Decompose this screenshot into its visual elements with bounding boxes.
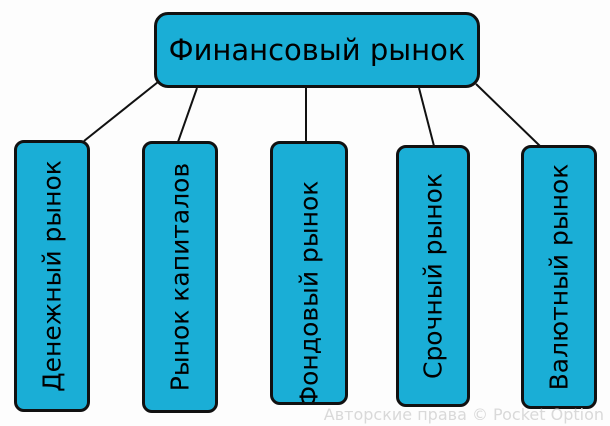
child-node-label: Фондовый рынок xyxy=(294,180,324,405)
child-node-futures-market: Срочный рынок xyxy=(396,145,470,407)
root-node-financial-market: Финансовый рынок xyxy=(154,12,480,88)
child-node-label: Валютный рынок xyxy=(544,163,574,391)
child-node-label: Срочный рынок xyxy=(418,172,448,380)
child-node-capital-market: Рынок капиталов xyxy=(142,141,218,413)
child-node-currency-market: Валютный рынок xyxy=(521,145,597,409)
child-node-label: Рынок капиталов xyxy=(165,162,195,392)
connector-line xyxy=(475,83,541,147)
child-node-label: Денежный рынок xyxy=(37,160,67,392)
child-node-stock-market: Фондовый рынок xyxy=(270,141,348,405)
child-node-money-market: Денежный рынок xyxy=(14,140,90,412)
connector-line xyxy=(177,87,198,143)
connector-line xyxy=(418,87,435,147)
root-node-label: Финансовый рынок xyxy=(168,33,466,67)
connector-line xyxy=(83,81,159,142)
copyright-watermark: Авторские права © Pocket Option xyxy=(323,405,604,424)
